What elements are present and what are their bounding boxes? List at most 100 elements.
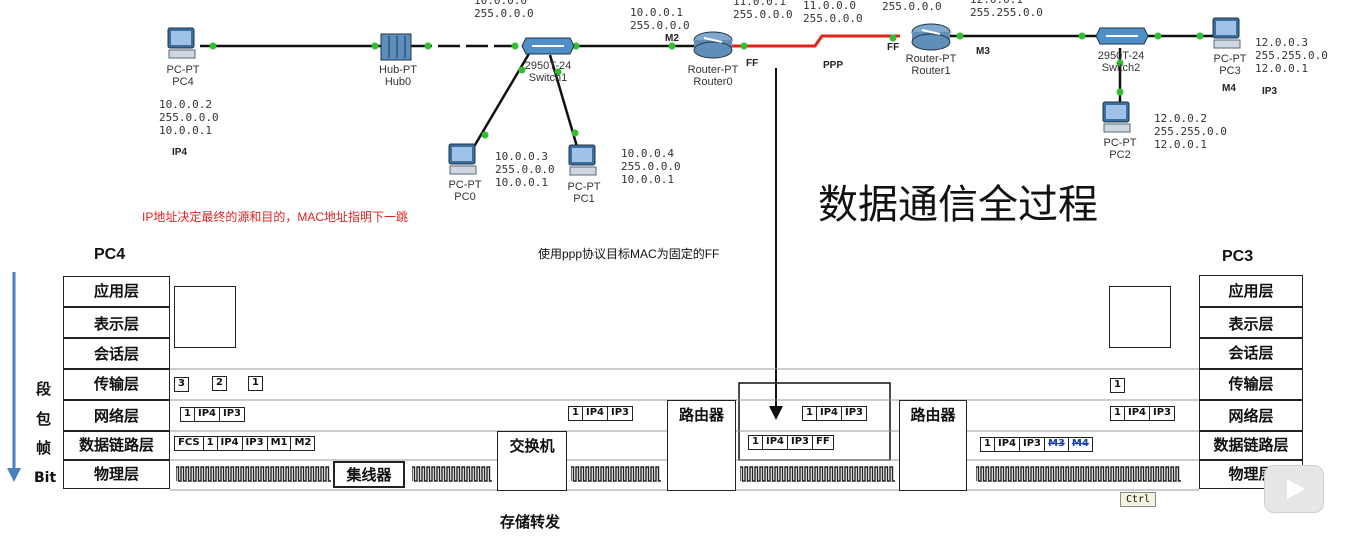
packet-left-dst-ip: IP3 [222,408,241,419]
mac-tag-m2: M2 [665,33,679,44]
pc2-ip-config: 12.0.0.2 255.255.0.0 12.0.0.1 [1154,112,1227,151]
bitstream-switch-out [571,466,661,482]
pc4-icon[interactable] [165,26,199,62]
diagram-title: 数据通信全过程 [818,182,1098,228]
layer-datalink-right: 数据链路层 [1199,431,1303,460]
side-frame: 帧 [36,439,52,457]
router1-icon[interactable] [910,20,952,52]
frame-ppp-src-ip: IP4 [763,436,788,449]
layer-session-right: 会话层 [1199,338,1303,369]
bitstream-hub-out [412,466,492,482]
segment-2: 2 [212,376,227,391]
pc2-name: PC2 [1109,149,1131,161]
pc0-icon[interactable] [446,142,480,178]
packet-left: 1 IP4 IP3 [180,407,245,422]
layer-presentation-right: 表示层 [1199,307,1303,338]
pc1-name: PC1 [573,193,595,205]
router0-name: Router0 [693,76,733,88]
layer-network-right: 网络层 [1199,400,1303,431]
hub0-name: Hub0 [384,76,412,88]
switch1-name: Switch1 [528,72,568,84]
router1-type: Router-PT [905,53,957,65]
side-bit: Bit [34,470,57,486]
switch1-net-label: 10.0.0.0 255.0.0.0 [474,0,534,20]
packet-ppp-seq: 1 [803,407,817,420]
frame-right: 1 IP4 IP3 M3 M4 [980,437,1093,452]
pc4-type: PC-PT [166,64,200,76]
play-icon[interactable] [1287,479,1305,499]
hub0-icon[interactable] [379,32,413,62]
router0-left-ip: 10.0.0.1 255.0.0.0 [630,6,690,32]
packet-router0-dst-ip: IP3 [610,407,629,418]
layer-session-left: 会话层 [63,338,170,369]
play-button[interactable] [1264,465,1324,513]
switch1-type: 2950T-24 [524,60,572,72]
segment-3: 3 [174,377,189,392]
mac-tag-ff-right: FF [887,42,900,53]
packet-left-seq: 1 [181,408,195,421]
packet-right-seq: 1 [1111,407,1125,420]
switch-box: 交换机 [497,431,567,491]
hub-box: 集线器 [333,461,405,488]
pc3-type: PC-PT [1213,53,1247,65]
switch1-icon[interactable] [520,34,576,58]
frame-right-src-mac: M3 [1045,438,1069,451]
router1-name: Router1 [911,65,951,77]
frame-left-src-ip: IP4 [218,437,243,450]
frame-left: FCS 1 IP4 IP3 M1 M2 [174,436,316,451]
packet-left-src-ip: IP4 [195,408,220,421]
frame-left-seq: 1 [204,437,218,450]
ppp-note: 使用ppp协议目标MAC为固定的FF [538,247,720,261]
segment-1: 1 [248,376,263,391]
layer-application-left: 应用层 [63,276,170,307]
side-segment: 段 [36,380,52,398]
router0-box: 路由器 [667,400,736,491]
layer-datalink-left: 数据链路层 [63,431,170,460]
bitstream-pc3 [976,466,1181,482]
app-data-box-left [174,286,236,348]
switch2-type: 2950T-24 [1097,50,1145,62]
layer-presentation-left: 表示层 [63,307,170,338]
packet-ppp: 1 IP4 IP3 [802,406,867,421]
pc1-icon[interactable] [566,143,600,179]
switch2-icon[interactable] [1094,24,1150,48]
hub0-type: Hub-PT [379,64,417,76]
frame-ppp-seq: 1 [749,436,763,449]
side-packet: 包 [36,410,52,428]
pc1-ip-config: 10.0.0.4 255.0.0.0 10.0.0.1 [621,147,681,186]
frame-ppp-dst-ip: IP3 [788,436,813,449]
switch2-name: Switch2 [1101,62,1141,74]
pc3-icon[interactable] [1210,16,1244,52]
layer-physical-left: 物理层 [63,460,170,489]
pc4-ip-tag: IP4 [172,147,188,158]
mac-tag-m4: M4 [1222,83,1236,94]
pc0-ip-config: 10.0.0.3 255.0.0.0 10.0.0.1 [495,150,555,189]
packet-router0-in: 1 IP4 IP3 [568,406,633,421]
bitstream-pc4 [176,466,331,482]
frame-right-seq: 1 [981,438,995,451]
packet-router0-src-ip: IP4 [583,407,608,420]
switch2-net-label: 12.0.0.1 255.255.0.0 [970,0,1043,19]
router0-icon[interactable] [692,28,734,60]
pc3-name: PC3 [1219,65,1241,77]
mac-tag-m3: M3 [976,46,990,57]
pc3-ip-tag: IP3 [1262,86,1278,97]
layer-transport-left: 传输层 [63,369,170,400]
pc4-name: PC4 [172,76,194,88]
frame-right-src-ip: IP4 [995,438,1020,451]
frame-left-src-mac: M1 [268,437,292,450]
segment-3-label: 3 [178,378,185,389]
pc2-icon[interactable] [1100,100,1134,136]
layer-transport-right: 传输层 [1199,369,1303,400]
packet-right: 1 IP4 IP3 [1110,406,1175,421]
